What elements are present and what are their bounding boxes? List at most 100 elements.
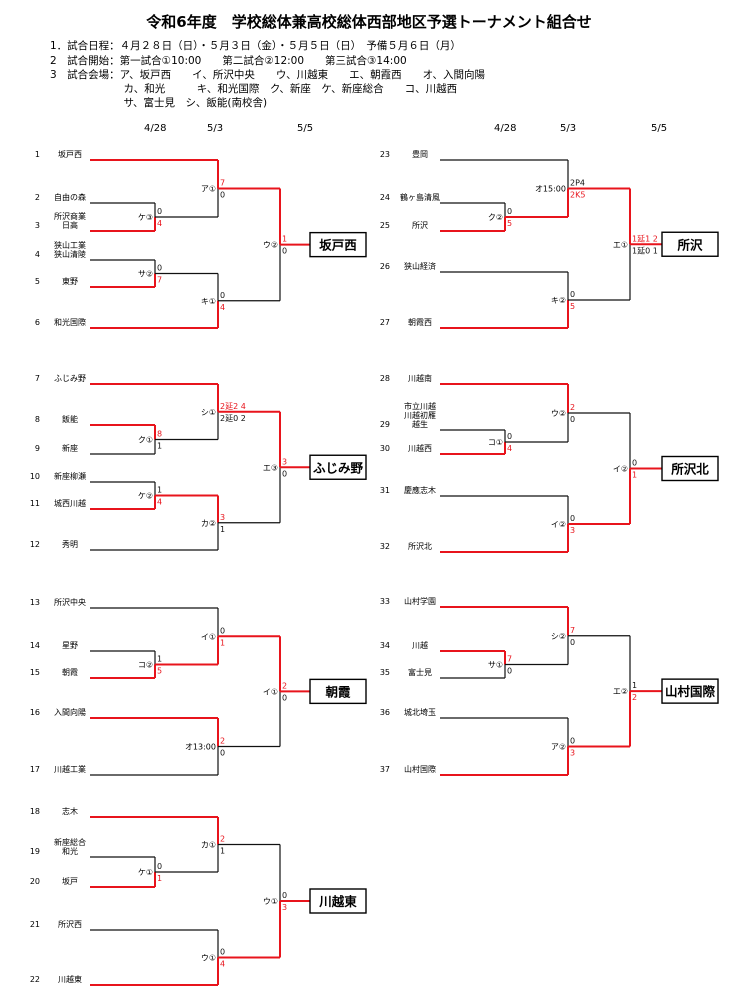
info-line-5: サ、富士見 シ、飯能(南校舎) (50, 97, 268, 109)
bracket-1-r1-match-2-score-bottom: 7 (157, 276, 162, 285)
bracket-6-r1-match-1-venue-label: コ① (488, 438, 503, 447)
bracket-4-team-name: 坂戸 (62, 876, 78, 886)
bracket-7-r2-match-2-venue-label: ア② (551, 743, 566, 752)
info-line-4: カ、和光 キ、和光国際 ク、新座 ケ、新座総合 コ、川越西 (50, 83, 458, 95)
bracket-2-r1-match-1-venue-label: ク① (138, 436, 153, 445)
bracket-2-team-number: 7 (35, 374, 40, 383)
bracket-2-team-number: 8 (35, 415, 40, 424)
bracket-1-r1-match-1-score-top: 0 (157, 207, 162, 216)
bracket-1-final-match-score-top: 1 (282, 235, 287, 244)
bracket-6-team-number: 31 (380, 486, 390, 495)
bracket-4-r2-match-1-score-bottom: 1 (220, 847, 225, 856)
bracket-5-team-name: 鶴ヶ島清風 (400, 192, 440, 202)
bracket-4-r1-match-1-score-bottom: 1 (157, 874, 162, 883)
bracket-1-r1-match-1-venue-label: ケ③ (138, 213, 153, 222)
bracket-1-r1-match-1-score-bottom: 4 (157, 219, 162, 228)
bracket-5-r2-match-1-venue-label: オ15:00 (535, 185, 566, 194)
bracket-6-r2-match-1-venue-label: ウ② (551, 409, 566, 418)
bracket-2-team-name: 新座 (62, 443, 78, 453)
bracket-6-r2-match-2-score-top: 0 (570, 514, 575, 523)
bracket-5-r2-match-1-score-top: 2P4 (570, 179, 585, 188)
bracket-7-winner-name: 山村国際 (665, 684, 716, 699)
bracket-3-team-number: 15 (30, 668, 40, 677)
bracket-2-winner-box (309, 454, 367, 480)
bracket-5-team-number: 23 (380, 150, 390, 159)
bracket-3-r1-match-1-score-bottom: 5 (157, 667, 162, 676)
bracket-7-team-name: 山村学園 (404, 596, 436, 606)
bracket-5-r2-match-2-venue-label: キ② (551, 296, 566, 305)
bracket-5-r1-match-1-venue-label: ク② (488, 213, 503, 222)
bracket-4-r2-match-1-score-top: 2 (220, 835, 225, 844)
bracket-7-r2-match-2-score-top: 0 (570, 737, 575, 746)
bracket-6-final-match-score-bottom: 1 (632, 471, 637, 480)
bracket-1-final-match-venue-label: ウ② (263, 241, 278, 250)
bracket-3-team-name: 星野 (62, 641, 78, 650)
bracket-5-final-match-score-bottom: 1延0 1 (632, 245, 658, 255)
bracket-7-r1-match-1-score-bottom: 0 (507, 667, 512, 676)
bracket-6-r2-match-2-venue-label: イ② (551, 520, 566, 529)
bracket-7-r2-match-1-venue-label: シ② (551, 632, 566, 641)
bracket-1-r1-match-2-venue-label: サ② (138, 270, 153, 279)
bracket-6-r1-match-1-score-top: 0 (507, 432, 512, 441)
bracket-3-team-name: 入間向陽 (54, 707, 86, 717)
bracket-4-team-number: 21 (30, 920, 40, 929)
bracket-7-final-match-score-top: 1 (632, 681, 637, 690)
bracket-5-team-name: 豊岡 (412, 149, 428, 159)
bracket-1-team-name: 日高 (62, 220, 78, 230)
bracket-6-team-name: 所沢北 (408, 541, 432, 551)
page-title: 令和6年度 学校総体兼高校総体西部地区予選トーナメント組合せ (146, 13, 592, 31)
bracket-5-team-number: 25 (380, 221, 390, 230)
bracket-1-team-number: 6 (35, 318, 40, 327)
info-line-1: 1．試合日程：４月２８日（日）・５月３日（金）・５月５日（日） 予備５月６日（月… (50, 40, 461, 52)
bracket-4-team-name: 志木 (62, 806, 78, 816)
bracket-7-r2-match-1-score-top: 7 (570, 626, 575, 635)
bracket-2-team-number: 11 (30, 499, 40, 508)
bracket-1-team-number: 2 (35, 193, 40, 202)
bracket-6-final-match-venue-label: イ② (613, 465, 628, 474)
bracket-7-r2-match-2-score-bottom: 3 (570, 749, 575, 758)
bracket-2-r2-match-1-venue-label: シ① (201, 408, 216, 417)
bracket-1-r2-match-1-venue-label: ア① (201, 185, 216, 194)
bracket-3-team-number: 17 (30, 765, 40, 774)
bracket-4-winner-name: 川越東 (318, 894, 357, 909)
bracket-6-team-name: 慶應志木 (404, 485, 436, 495)
bracket-6-team-number: 30 (380, 444, 390, 453)
bracket-2-winner-name: ふじみ野 (313, 460, 364, 475)
bracket-3-r2-match-2-score-bottom: 0 (220, 749, 225, 758)
bracket-2-r1-match-1-score-bottom: 1 (157, 442, 162, 451)
bracket-1-team-name: 自由の森 (54, 192, 86, 202)
bracket-5-team-number: 27 (380, 318, 390, 327)
date-header-left-1: 4/28 (144, 123, 167, 134)
bracket-3-team-name: 朝霞 (62, 668, 78, 677)
bracket-7-team-number: 34 (380, 641, 390, 650)
bracket-5-team-number: 26 (380, 262, 390, 271)
bracket-2-r2-match-2-venue-label: カ② (201, 519, 216, 528)
bracket-7-team-number: 33 (380, 597, 390, 606)
date-header-left-2: 5/3 (207, 123, 224, 134)
bracket-2-r2-match-2-score-bottom: 1 (220, 525, 225, 534)
bracket-3-r2-match-1-score-top: 0 (220, 626, 225, 635)
bracket-1-r2-match-1-score-top: 7 (220, 179, 225, 188)
bracket-1-team-name: 狭山清陵 (54, 249, 86, 259)
bracket-1-r2-match-1-score-bottom: 0 (220, 191, 225, 200)
bracket-1-r2-match-2-score-bottom: 4 (220, 303, 225, 312)
bracket-6-r2-match-1-score-bottom: 0 (570, 415, 575, 424)
bracket-5-winner-box (661, 231, 719, 257)
bracket-3-final-match-score-bottom: 0 (282, 693, 287, 702)
bracket-7-r2-match-1-score-bottom: 0 (570, 638, 575, 647)
bracket-2-r1-match-2-score-top: 1 (157, 486, 162, 495)
bracket-2-team-name: 城西川越 (54, 498, 86, 508)
bracket-2-team-number: 10 (30, 472, 40, 481)
bracket-6-winner-name: 所沢北 (671, 462, 709, 477)
bracket-4-team-name: 川越東 (58, 974, 82, 984)
date-header-right-2: 5/3 (560, 123, 577, 134)
bracket-1-team-number: 4 (35, 250, 40, 259)
bracket-1-team-number: 5 (35, 277, 40, 286)
bracket-1-final-match-score-bottom: 0 (282, 247, 287, 256)
bracket-7-final-match-venue-label: エ② (613, 687, 628, 696)
bracket-4-r1-match-1-venue-label: ケ① (138, 868, 153, 877)
date-header-right-3: 5/5 (651, 123, 668, 134)
bracket-3-r2-match-2-venue-label: オ13:00 (185, 743, 216, 752)
bracket-4-r2-match-2-score-bottom: 4 (220, 960, 225, 969)
bracket-4-team-name: 所沢西 (58, 919, 82, 929)
